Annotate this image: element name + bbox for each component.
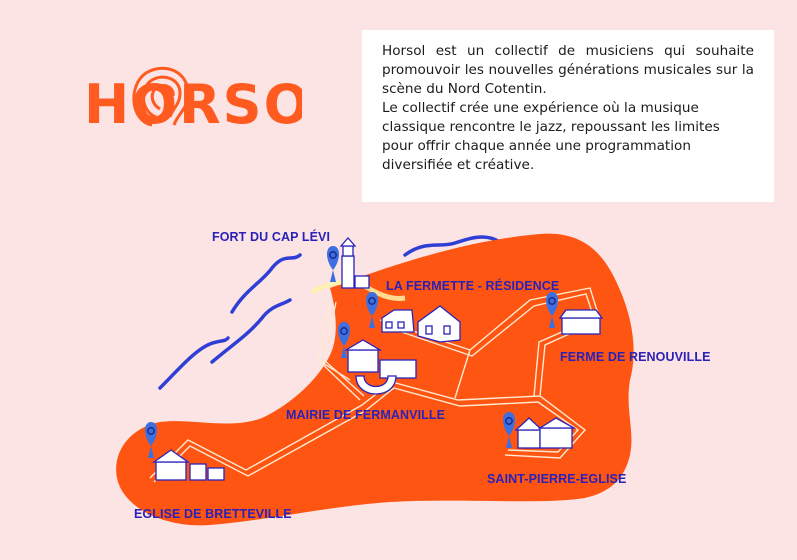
village-church-icon bbox=[151, 449, 225, 481]
farm-icon bbox=[558, 309, 604, 335]
pin-icon[interactable] bbox=[503, 412, 515, 448]
wave bbox=[158, 336, 230, 390]
pin-icon[interactable] bbox=[327, 246, 339, 282]
farmhouse-icon bbox=[381, 305, 461, 343]
pin-icon[interactable] bbox=[145, 422, 157, 458]
intro-paragraph-2: Le collectif crée une expérience où la m… bbox=[382, 100, 720, 173]
logo-wordmark: HORSOL bbox=[84, 73, 302, 136]
label-eglise-de-bretteville[interactable]: EGLISE DE BRETTEVILLE bbox=[134, 507, 292, 521]
wave bbox=[403, 235, 502, 257]
label-fort-du-cap-levi[interactable]: FORT DU CAP LÉVI bbox=[212, 230, 331, 244]
intro-text-box: Horsol est un collectif de musiciens qui… bbox=[362, 30, 774, 202]
label-ferme-de-renouville[interactable]: FERME DE RENOUVILLE bbox=[560, 350, 711, 364]
label-la-fermette-residence[interactable]: LA FERMETTE - RÉSIDENCE bbox=[386, 279, 560, 293]
location-pins bbox=[145, 246, 558, 458]
land-mass bbox=[116, 233, 634, 526]
lighthouse-icon bbox=[339, 237, 370, 289]
label-saint-pierre-eglise[interactable]: SAINT-PIERRE-EGLISE bbox=[487, 472, 627, 486]
horsol-logo: HORSOL bbox=[84, 66, 302, 136]
wave bbox=[210, 298, 292, 364]
pin-icon[interactable] bbox=[366, 292, 378, 328]
church-icon bbox=[514, 417, 577, 449]
ear-swirl-icon bbox=[132, 66, 190, 127]
label-mairie-de-fermanville[interactable]: MAIRIE DE FERMANVILLE bbox=[286, 408, 446, 422]
town-hall-icon bbox=[343, 339, 417, 395]
pin-icon[interactable] bbox=[546, 292, 558, 328]
wave bbox=[230, 253, 302, 314]
intro-paragraph-1: Horsol est un collectif de musiciens qui… bbox=[382, 43, 754, 97]
pin-icon[interactable] bbox=[338, 322, 350, 358]
